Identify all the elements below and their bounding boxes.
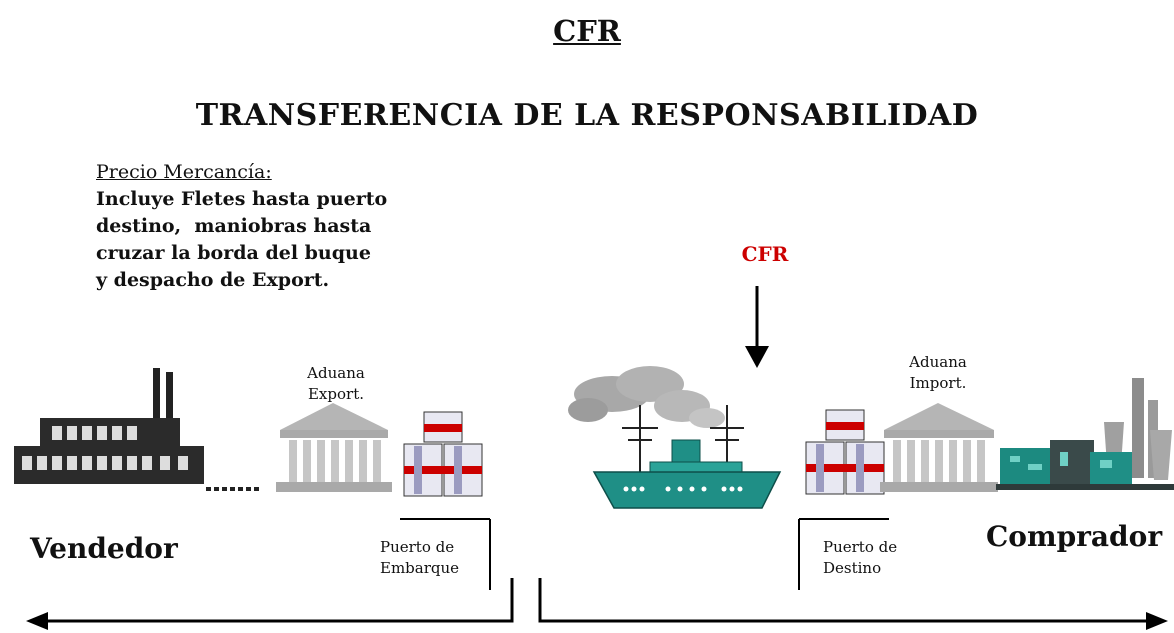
price-note-line-2: destino, maniobras hasta [96,215,372,237]
factory-icon [14,368,262,491]
buyer-label: Comprador [986,520,1163,553]
buyer-responsibility-arrow [538,578,1168,630]
port-of-destination-label: Puerto de Destino [823,537,913,579]
export-customs-label: Aduana Export. [296,363,376,405]
export-cargo-icon [403,411,483,497]
seller-responsibility-arrow [26,578,514,630]
diagram-title: CFR [553,14,621,48]
port-of-loading-line-2: Embarque [380,559,460,577]
import-customs-label: Aduana Import. [898,352,978,394]
seller-label: Vendedor [30,532,178,565]
export-customs-line-2: Export. [307,385,364,403]
ship-icon [568,366,782,509]
price-note-line-3: cruzar la borda del buque [96,242,371,264]
port-of-loading-label: Puerto de Embarque [380,537,470,579]
import-customs-line-2: Import. [909,374,967,392]
port-of-destination-bracket [798,518,889,590]
price-note: Precio Mercancía: Incluye Fletes hasta p… [96,159,436,294]
import-cargo-icon [805,409,885,495]
industrial-plant-icon [996,378,1174,490]
export-customs-line-1: Aduana [307,364,365,382]
price-note-heading: Precio Mercancía: [96,161,272,183]
port-of-loading-line-1: Puerto de [380,538,455,556]
export-customs-building-icon [276,403,392,492]
import-customs-building-icon [880,403,998,492]
port-of-loading-bracket [400,518,491,590]
transfer-arrow [745,286,769,368]
transfer-point-label: CFR [741,242,789,266]
diagram-subtitle: TRANSFERENCIA DE LA RESPONSABILIDAD [195,98,979,133]
port-of-destination-line-2: Destino [823,559,882,577]
import-customs-line-1: Aduana [909,353,967,371]
price-note-line-1: Incluye Fletes hasta puerto [96,188,388,210]
port-of-destination-line-1: Puerto de [823,538,898,556]
price-note-line-4: y despacho de Export. [96,269,330,291]
